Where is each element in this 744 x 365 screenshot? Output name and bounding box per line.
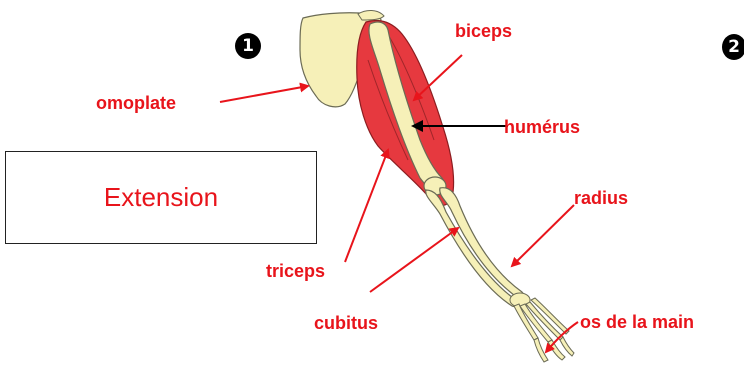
movement-type-text: Extension: [104, 182, 218, 213]
hand-bones: [510, 293, 574, 362]
label-cubitus: cubitus: [314, 314, 378, 332]
step-two-badge: 2: [722, 34, 744, 60]
label-humerus: humérus: [504, 118, 580, 136]
label-biceps: biceps: [455, 22, 512, 40]
label-radius: radius: [574, 189, 628, 207]
label-triceps: triceps: [266, 262, 325, 280]
triceps-arrow: [345, 150, 388, 262]
cubitus-arrow: [370, 228, 458, 292]
label-omoplate: omoplate: [96, 94, 176, 112]
radius-arrow: [512, 205, 574, 266]
step-one-badge: 1: [235, 33, 261, 59]
movement-type-box: Extension: [5, 151, 317, 244]
omoplate-arrow: [220, 86, 308, 102]
label-os-de-la-main: os de la main: [580, 313, 694, 331]
radius-bone: [440, 188, 524, 299]
